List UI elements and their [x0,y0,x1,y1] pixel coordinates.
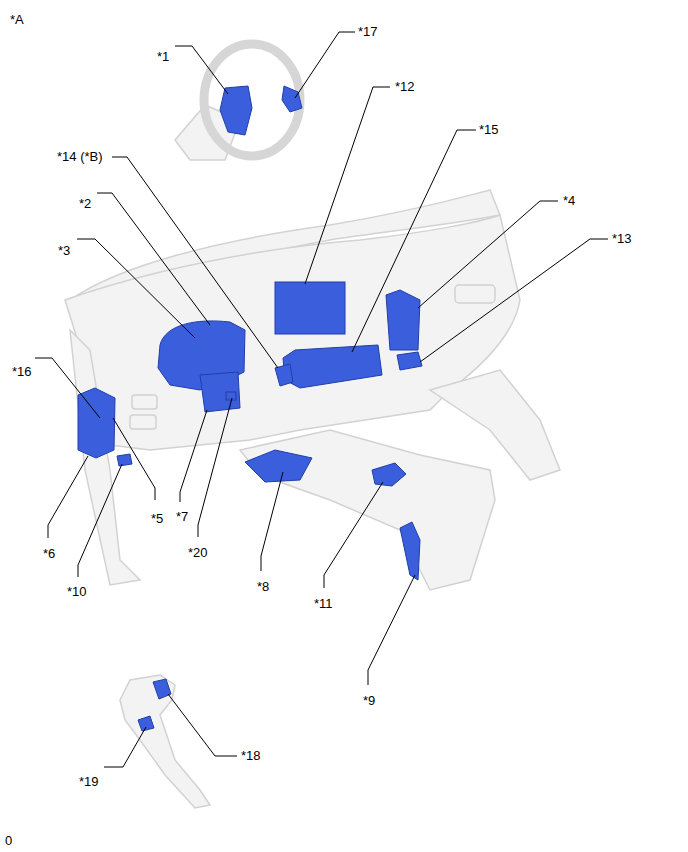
leader-line [261,472,283,571]
callout-number: *15 [479,122,499,137]
callout-number: *12 [395,79,415,94]
callout-number: *1 [157,49,169,64]
part-glove-box-ecu [386,290,420,350]
callout-number: *11 [314,596,333,611]
callout-number: *20 [188,545,208,560]
vehicle-interior [65,44,560,808]
leader-line [180,410,207,502]
part-pedal-sensor [138,716,154,731]
leader-line [295,32,355,98]
part-spiral-cable [220,86,252,135]
highlighted-parts [78,86,422,731]
callout-number: *4 [563,193,575,208]
leader-line [324,482,383,588]
leader-line [35,358,100,418]
a-pillar [70,330,140,585]
leader-line [48,456,88,538]
leader-line [305,87,390,284]
callout-number: *14 (*B) [57,149,103,164]
callout-number: *18 [241,748,261,763]
part-ecu [200,372,240,412]
callout-number: *10 [67,584,87,599]
callout-number: *7 [176,509,188,524]
leader-line [352,130,476,352]
view-label: *A [10,12,24,27]
air-vent [132,395,157,409]
dashboard [65,215,520,450]
part-junction-block [78,388,115,458]
leader-line [420,239,608,362]
leader-line [168,694,237,756]
part-control-panel [283,345,382,388]
callout-number: 0 [5,833,12,848]
leader-line [198,398,232,537]
callout-number: *13 [612,231,632,246]
part-stop-switch [153,679,171,699]
leader-line [418,201,558,308]
leader-line [78,464,122,577]
part-connector [226,392,236,400]
callout-number: *17 [358,24,378,39]
callout-number: *6 [43,546,55,561]
leader-line [104,727,146,767]
pedal-assembly [120,675,210,808]
leader-line [175,46,228,94]
part-shift-unit [372,463,406,486]
passenger-footwell [430,370,560,480]
leader-line [97,193,210,325]
part-relay [117,454,132,466]
callout-number: *3 [58,243,70,258]
leader-line [368,575,415,685]
air-vent [130,415,156,429]
leader-line [113,418,155,500]
callout-number: *9 [363,693,375,708]
display-screen [275,282,345,334]
callout-number: *2 [79,196,91,211]
callout-number: *16 [12,364,32,379]
leader-line [112,157,278,368]
air-vent [455,285,495,303]
part-rear-sensor [400,522,420,580]
part-passenger-connector [397,352,422,370]
center-console [240,430,495,590]
callout-number: *19 [79,774,99,789]
leader-lines [35,32,608,767]
callout-number: *5 [151,511,163,526]
part-console-ecu [245,450,312,482]
leader-line [77,239,195,338]
part-steering-switch [282,86,302,112]
callout-number: *8 [257,579,269,594]
